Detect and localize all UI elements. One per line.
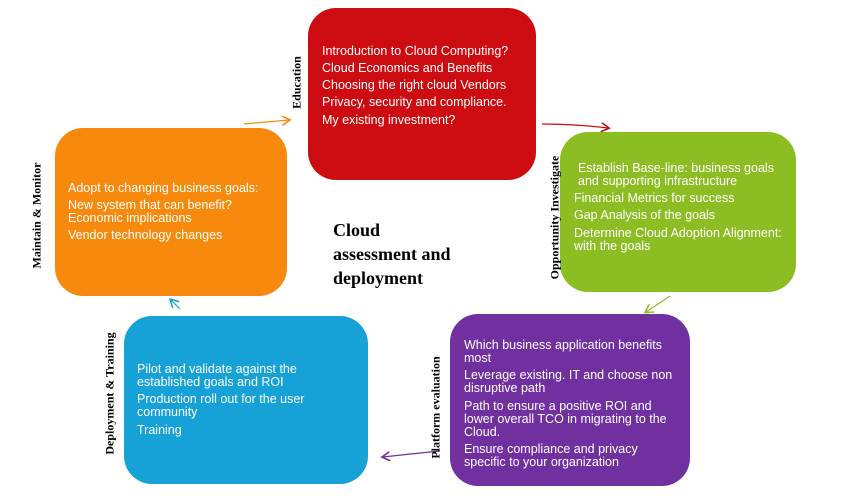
deployment-box: Pilot and validate against the establish… [124,316,368,484]
stage-label-opportunity: Opportunity Investigate [547,155,562,280]
platform-item: Ensure compliance and privacy specific t… [464,441,638,469]
education-item: Privacy, security and compliance. [322,95,507,110]
platform-box: Which business application benefits most… [450,314,690,486]
arrow-opportunity-to-platform [646,295,671,312]
opportunity-item: Establish Base-line: business goals and … [578,161,774,189]
maintain-item: Vendor technology changes [68,228,223,243]
platform-item: Path to ensure a positive ROI and lower … [464,398,667,439]
stage-label-deployment: Deployment & Training [102,332,117,455]
arrow-deployment-to-maintain [171,300,181,310]
arrow-platform-to-deployment [383,450,441,457]
platform-item: Which business application benefits most [464,338,663,366]
education-item: Cloud Economics and Benefits [322,61,493,76]
arrow-maintain-to-education [243,120,289,124]
education-box: Introduction to Cloud Computing? Cloud E… [308,8,536,180]
deployment-item: Production roll out for the user communi… [137,392,305,420]
education-item: Introduction to Cloud Computing? [322,44,509,58]
platform-item: Leverage existing. IT and choose non dis… [464,368,673,396]
stage-label-platform: Platform evaluation [428,356,443,459]
title-line: deployment [333,268,423,288]
maintain-item: Adopt to changing business goals: [68,181,259,195]
diagram-title: Cloud assessment and deployment [333,218,451,290]
opportunity-item: Gap Analysis of the goals [574,208,716,223]
arrow-education-to-opportunity [541,124,608,128]
education-item: My existing investment? [322,112,456,127]
deployment-item: Pilot and validate against the establish… [137,362,297,390]
stage-label-maintain: Maintain & Monitor [29,162,44,269]
stage-label-education: Education [289,56,304,109]
education-item: Choosing the right cloud Vendors [322,78,507,93]
maintain-box: Adopt to changing business goals: New sy… [55,128,287,296]
deployment-item: Training [137,422,182,437]
title-line: Cloud [333,220,381,240]
maintain-item: New system that can benefit? Economic im… [68,198,232,226]
opportunity-item: Determine Cloud Adoption Alignment: with… [574,225,782,253]
title-line: assessment and [333,244,451,264]
opportunity-box: Establish Base-line: business goals and … [560,132,796,292]
opportunity-item: Financial Metrics for success [574,191,735,206]
